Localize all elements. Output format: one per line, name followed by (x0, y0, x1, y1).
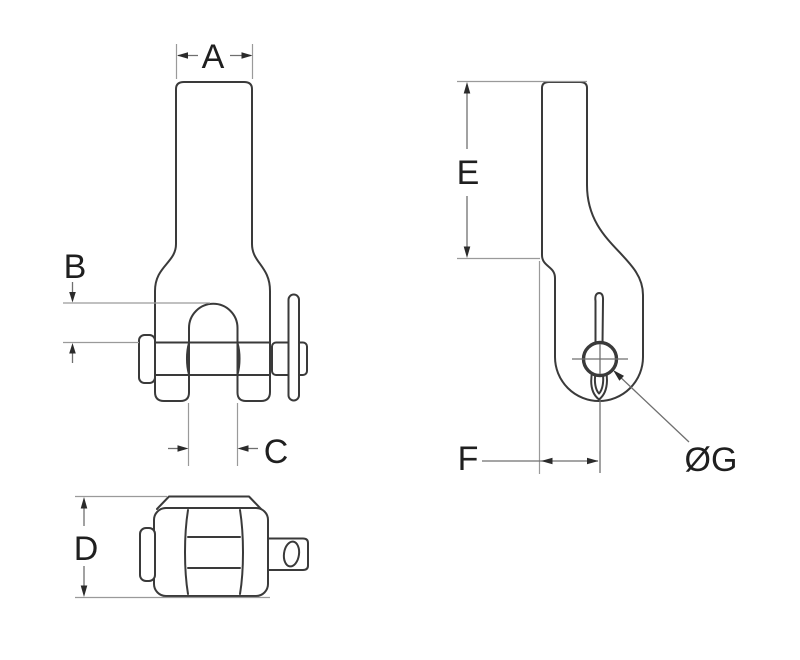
cotter-pin-eye (590, 369, 608, 401)
dim-b: B (63, 248, 210, 363)
cotter-hole-ellipse (282, 540, 301, 568)
top-view-inner-left (184, 509, 189, 595)
top-view-body (153, 507, 269, 597)
top-view-shaft-boss (156, 495, 262, 510)
pin-head-top-left (139, 527, 156, 582)
front-view: A B C (63, 38, 308, 471)
dim-label-e: E (457, 154, 480, 192)
dim-e: E (457, 80, 587, 260)
side-profile-outline (541, 81, 644, 402)
pin-tail-top-right (267, 537, 309, 571)
dim-c: C (168, 403, 288, 471)
dim-a: A (175, 38, 254, 79)
dim-g: ØG (613, 370, 737, 479)
top-view: D (74, 495, 309, 599)
cotter-pin-side (594, 292, 605, 345)
dim-label-d: D (74, 530, 99, 568)
dim-label-f: F (458, 440, 479, 478)
dim-d: D (74, 495, 270, 599)
clevis-pin (154, 341, 271, 376)
pin-head-left (138, 334, 156, 384)
dim-label-c: C (264, 433, 289, 471)
dim-label-g: ØG (685, 441, 738, 479)
side-view: E F ØG (457, 80, 737, 479)
clevis-body-outline (154, 81, 271, 402)
dim-label-a: A (202, 38, 225, 76)
dim-f: F (458, 261, 599, 478)
cotter-pin-front (287, 293, 300, 402)
top-view-inner-right (239, 509, 244, 595)
dim-label-b: B (64, 248, 87, 286)
